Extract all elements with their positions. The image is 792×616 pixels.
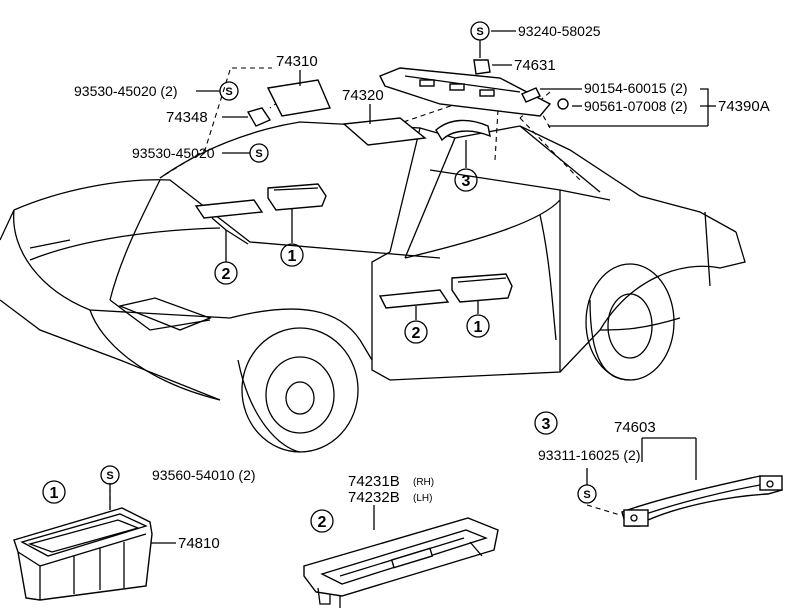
s-mark-label: S xyxy=(225,86,232,98)
clip-74631-part xyxy=(473,59,491,75)
pocket-door-1-part xyxy=(451,273,513,303)
label-74603: 74603 xyxy=(614,419,656,436)
label-74810: 74810 xyxy=(178,535,220,552)
trim-front-2-part xyxy=(194,199,264,219)
callout-1-door: 1 xyxy=(466,314,490,338)
label-74348: 74348 xyxy=(166,109,208,126)
sun-visor-74310-part xyxy=(266,79,331,117)
pocket-front-1-part xyxy=(267,183,327,211)
s-mark-label: S xyxy=(106,470,113,482)
assist-grip-on-car-part xyxy=(435,119,491,142)
label-74390A: 74390A xyxy=(718,98,770,115)
callout-number: 1 xyxy=(50,485,59,502)
s-mark-label: S xyxy=(583,489,590,501)
label-74320: 74320 xyxy=(342,87,384,104)
label-lh: (LH) xyxy=(413,493,432,504)
callout-number: 3 xyxy=(462,173,471,190)
car-body-outline xyxy=(0,121,746,453)
callout-s-93311: S xyxy=(577,484,597,504)
clip-90561-part xyxy=(557,98,569,110)
callout-1-detail: 1 xyxy=(42,480,66,504)
pocket-74810-part xyxy=(13,507,153,601)
label-93530-45020: 93530-45020 xyxy=(132,145,215,161)
label-90561-07008: 90561-07008 (2) xyxy=(584,98,688,114)
callout-number: 3 xyxy=(542,416,551,433)
callout-1-front: 1 xyxy=(280,243,304,267)
s-mark-label: S xyxy=(255,148,262,160)
callout-number: 1 xyxy=(288,248,297,265)
trim-74231B-part xyxy=(303,517,499,608)
bolt-90154-part xyxy=(521,87,541,103)
label-74310: 74310 xyxy=(276,53,318,70)
callout-2-door: 2 xyxy=(404,320,428,344)
callout-number: 2 xyxy=(412,325,421,342)
callout-3-detail: 3 xyxy=(534,411,558,435)
callout-3-on-car: 3 xyxy=(454,168,478,192)
visor-74320-part xyxy=(342,117,427,146)
callout-s-93530-2: S xyxy=(219,81,239,101)
label-74232B: 74232B xyxy=(348,489,400,506)
label-74631: 74631 xyxy=(514,57,556,74)
label-93311-16025: 93311-16025 (2) xyxy=(538,447,640,463)
s-mark-circle xyxy=(470,21,490,41)
label-90154-60015: 90154-60015 (2) xyxy=(584,80,688,96)
callout-s-93560: S xyxy=(100,465,120,485)
assist-grip-74603-part xyxy=(621,475,783,527)
callout-s-93530: S xyxy=(249,143,269,163)
label-74231B: 74231B xyxy=(348,473,400,490)
leader-lines xyxy=(109,30,716,544)
trim-door-2-part xyxy=(378,289,450,309)
callout-s-93240: S xyxy=(470,21,490,41)
callout-2-front: 2 xyxy=(214,261,238,285)
label-93530-45020-2: 93530-45020 (2) xyxy=(74,83,178,99)
roof-trim-74390A-part xyxy=(379,67,552,117)
callout-number: 2 xyxy=(222,266,231,283)
label-93560-54010: 93560-54010 (2) xyxy=(152,467,256,483)
s-mark-label: S xyxy=(476,26,483,38)
callout-number: 1 xyxy=(474,319,483,336)
label-rh: (RH) xyxy=(413,477,434,488)
callout-number: 2 xyxy=(318,514,327,531)
label-93240-58025: 93240-58025 xyxy=(518,23,601,39)
callout-2-detail: 2 xyxy=(310,509,334,533)
holder-74348-part xyxy=(246,107,272,127)
